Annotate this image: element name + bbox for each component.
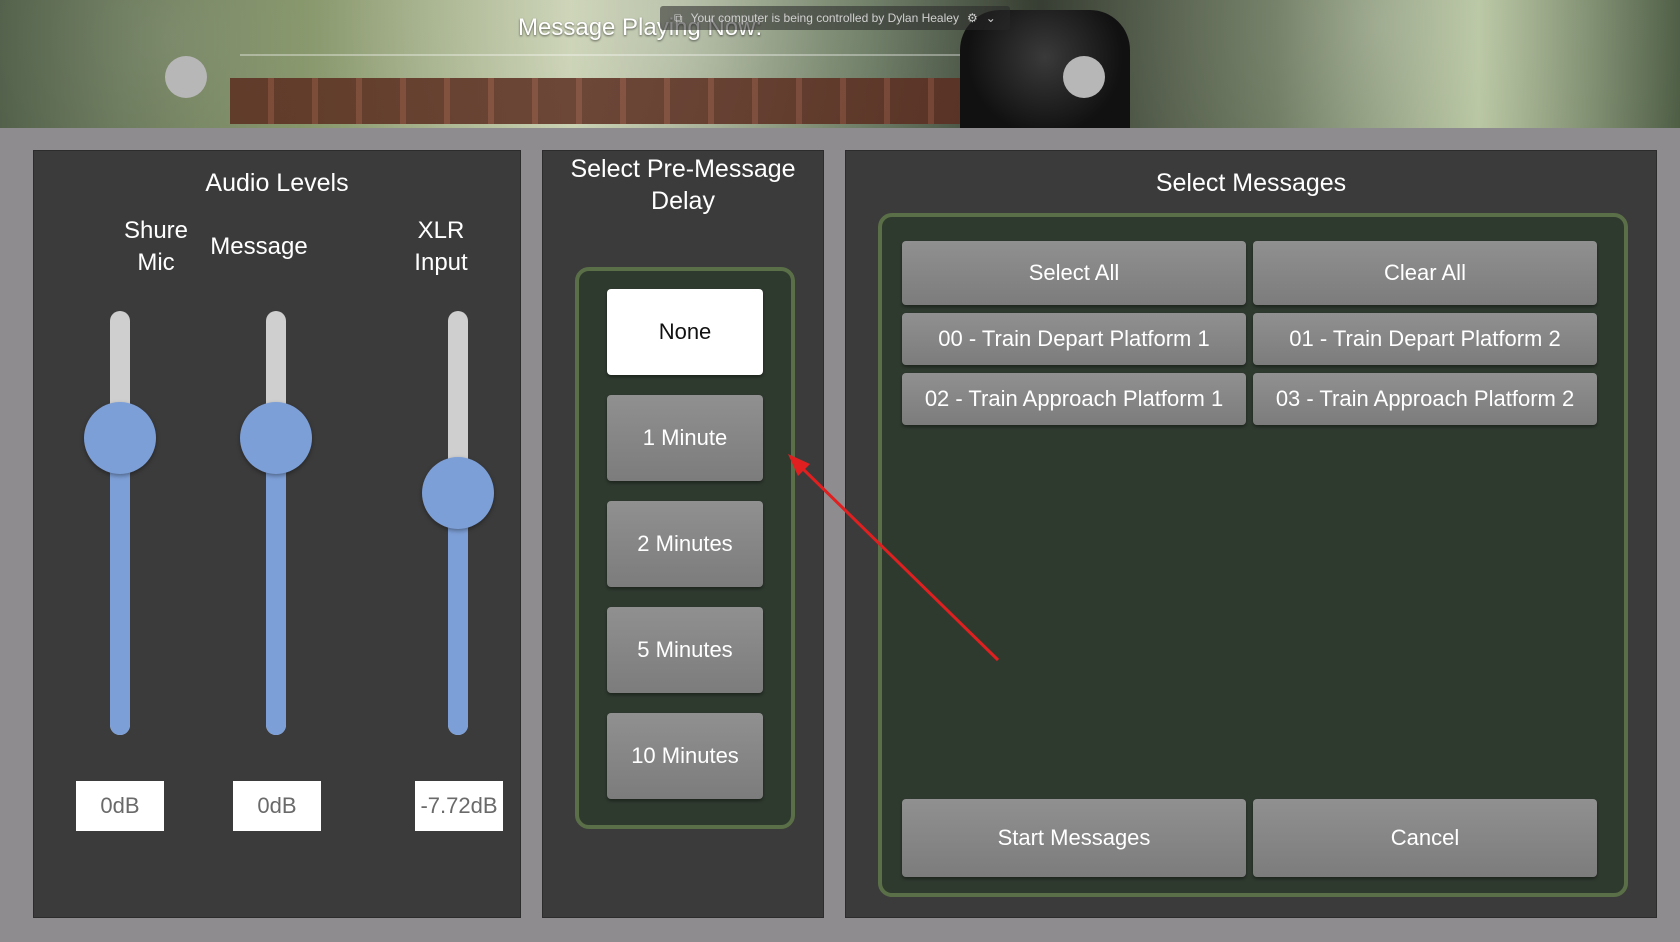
- slider-thumb-shure-mic[interactable]: [84, 402, 156, 475]
- delay-option-2-minutes[interactable]: 2 Minutes: [607, 501, 763, 587]
- channel-label-message: Message: [210, 233, 308, 260]
- slider-thumb-message[interactable]: [240, 402, 312, 475]
- channel-label-line: XLR: [417, 217, 465, 244]
- progress-end-handle[interactable]: [1063, 56, 1105, 98]
- cancel-button[interactable]: Cancel: [1253, 799, 1597, 877]
- message-item-01[interactable]: 01 - Train Depart Platform 2: [1253, 313, 1597, 365]
- audio-levels-panel: Audio Levels Shure Mic 0dB Message 0dB X…: [33, 150, 521, 918]
- clear-all-button[interactable]: Clear All: [1253, 241, 1597, 305]
- delay-options-group: None 1 Minute 2 Minutes 5 Minutes 10 Min…: [575, 267, 795, 829]
- slider-track-message[interactable]: [266, 311, 286, 735]
- select-messages-title: Select Messages: [1155, 169, 1347, 197]
- progress-track: [240, 54, 1060, 56]
- delay-option-5-minutes[interactable]: 5 Minutes: [607, 607, 763, 693]
- remote-control-text: Your computer is being controlled by Dyl…: [690, 11, 959, 25]
- channel-label-line: Shure: [123, 217, 189, 244]
- message-item-02[interactable]: 02 - Train Approach Platform 1: [902, 373, 1246, 425]
- delay-title: Select Pre-Message Delay: [543, 153, 823, 217]
- message-item-00[interactable]: 00 - Train Depart Platform 1: [902, 313, 1246, 365]
- pre-message-delay-panel: Select Pre-Message Delay None 1 Minute 2…: [542, 150, 824, 918]
- delay-title-line: Select Pre-Message: [570, 155, 796, 183]
- delay-option-1-minute[interactable]: 1 Minute: [607, 395, 763, 481]
- delay-title-line: Delay: [651, 187, 715, 215]
- select-all-button[interactable]: Select All: [902, 241, 1246, 305]
- slider-track-shure-mic[interactable]: [110, 311, 130, 735]
- select-messages-panel: Select Messages Select All Clear All 00 …: [845, 150, 1657, 918]
- delay-option-none[interactable]: None: [607, 289, 763, 375]
- audio-levels-title: Audio Levels: [205, 169, 349, 197]
- channel-label-line: Input: [414, 249, 468, 276]
- chevron-down-icon[interactable]: ⌄: [985, 11, 996, 25]
- slider-thumb-xlr-input[interactable]: [422, 457, 494, 530]
- level-value-message[interactable]: 0dB: [233, 781, 321, 831]
- message-item-03[interactable]: 03 - Train Approach Platform 2: [1253, 373, 1597, 425]
- messages-group: Select All Clear All 00 - Train Depart P…: [878, 213, 1628, 897]
- level-value-shure-mic[interactable]: 0dB: [76, 781, 164, 831]
- level-value-xlr-input[interactable]: -7.72dB: [415, 781, 503, 831]
- channel-label-shure-mic: Shure Mic: [86, 215, 226, 279]
- delay-option-10-minutes[interactable]: 10 Minutes: [607, 713, 763, 799]
- screen-share-icon: ⧉: [674, 10, 683, 25]
- train-carriages-image: [230, 78, 1090, 124]
- gear-icon[interactable]: ⚙: [966, 11, 978, 25]
- channel-label-xlr-input: XLR Input: [371, 215, 511, 279]
- slider-fill-shure-mic: [110, 438, 130, 735]
- start-messages-button[interactable]: Start Messages: [902, 799, 1246, 877]
- channel-label-line: Mic: [137, 249, 175, 276]
- slider-fill-xlr-input: [448, 493, 468, 735]
- header-banner: Message Playing Now: ⧉ Your computer is …: [0, 0, 1680, 128]
- progress-start-handle[interactable]: [165, 56, 207, 98]
- remote-control-notice: ⧉ Your computer is being controlled by D…: [660, 6, 1010, 30]
- slider-fill-message: [266, 438, 286, 735]
